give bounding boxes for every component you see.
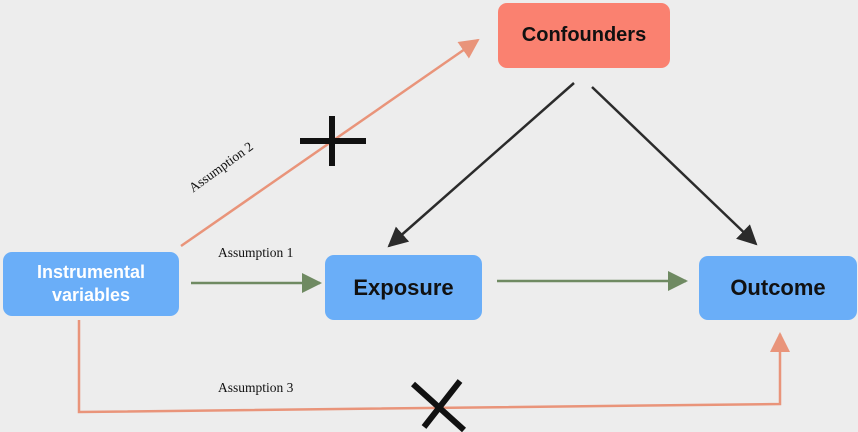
node-instrumental-variables: Instrumental variables [3, 252, 179, 316]
node-exposure: Exposure [325, 255, 482, 320]
arrow-confounders-to-outcome [591, 86, 758, 246]
node-confounders: Confounders [498, 3, 670, 68]
label-assumption-3: Assumption 3 [218, 380, 294, 395]
arrow-iv-to-outcome [77, 320, 790, 414]
plus-marker-icon [300, 116, 366, 166]
cross-marker-icon [410, 379, 467, 432]
label-assumption-1: Assumption 1 [218, 245, 294, 260]
arrow-confounders-to-exposure [387, 82, 575, 248]
node-outcome: Outcome [699, 256, 857, 320]
